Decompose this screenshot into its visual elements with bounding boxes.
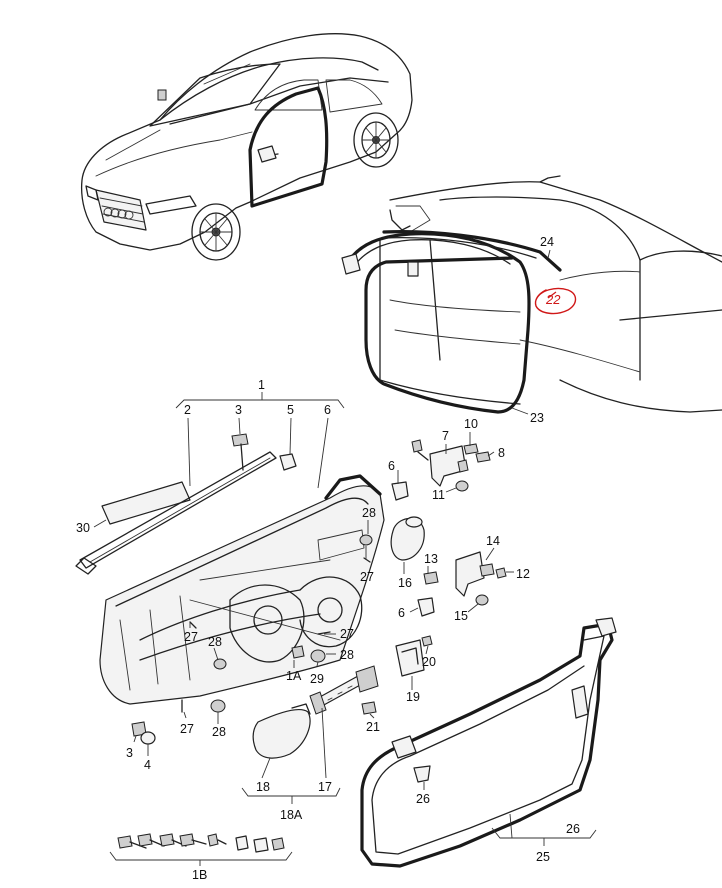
callout-28-upper: 28 xyxy=(362,506,376,520)
callout-23: 23 xyxy=(530,411,544,425)
fastener-set-illustration xyxy=(117,833,285,853)
callout-18A: 18A xyxy=(280,808,303,822)
callout-6-lower: 6 xyxy=(398,606,405,620)
callout-1: 1 xyxy=(258,378,265,392)
bolt-icon xyxy=(231,433,249,471)
callout-24: 24 xyxy=(540,235,554,249)
callout-25: 25 xyxy=(536,850,550,864)
callout-28-left: 28 xyxy=(208,635,222,649)
callout-28-lower: 28 xyxy=(212,725,226,739)
callout-27-upper: 27 xyxy=(360,570,374,584)
callout-15: 15 xyxy=(454,609,468,623)
callout-19: 19 xyxy=(406,690,420,704)
callout-12: 12 xyxy=(516,567,530,581)
callout-6-door: 6 xyxy=(324,403,331,417)
callout-26-bracket: 26 xyxy=(566,822,580,836)
callout-3-top: 3 xyxy=(235,403,242,417)
callout-20: 20 xyxy=(422,655,436,669)
handle-cover xyxy=(252,709,311,759)
callout-5: 5 xyxy=(287,403,294,417)
callout-27-lower: 27 xyxy=(180,722,194,736)
door-parts-illustration xyxy=(75,433,385,705)
callout-27-mid: 27 xyxy=(340,627,354,641)
callout-1B: 1B xyxy=(192,868,207,882)
car-overview-illustration xyxy=(80,33,413,261)
audi-logo-icon xyxy=(103,207,134,220)
sealing-foil xyxy=(101,481,191,525)
window-seal-illustration xyxy=(360,617,617,868)
callout-27-left: 27 xyxy=(184,630,198,644)
front-wheel-icon xyxy=(191,203,241,261)
callout-16: 16 xyxy=(398,576,412,590)
handwritten-annotation: 22 xyxy=(534,287,577,315)
callout-18: 18 xyxy=(256,780,270,794)
annotation-circle xyxy=(534,287,577,315)
callout-1A: 1A xyxy=(286,669,302,683)
callout-26-clip: 26 xyxy=(416,792,430,806)
callout-17: 17 xyxy=(318,780,332,794)
door-opening-illustration xyxy=(341,175,722,414)
seal-clip xyxy=(413,765,431,783)
callout-4: 4 xyxy=(144,758,151,772)
callout-labels: 1 2 3 5 6 30 28 27 28 27 27 28 1A 29 27 … xyxy=(76,235,580,882)
callout-3-bottom: 3 xyxy=(126,746,133,760)
callout-14: 14 xyxy=(486,534,500,548)
callout-28-mid: 28 xyxy=(340,648,354,662)
hinge-parts-illustration xyxy=(390,439,507,677)
leader-lines xyxy=(93,249,597,866)
callout-8: 8 xyxy=(498,446,505,460)
door-inner-panel xyxy=(99,485,385,705)
callout-13: 13 xyxy=(424,552,438,566)
rear-wheel-icon xyxy=(353,112,399,168)
door-check-illustration xyxy=(131,534,379,759)
callout-6-upper: 6 xyxy=(388,459,395,473)
callout-2: 2 xyxy=(184,403,191,417)
callout-11: 11 xyxy=(432,488,445,502)
callout-30: 30 xyxy=(76,521,90,535)
callout-21: 21 xyxy=(366,720,380,734)
callout-29: 29 xyxy=(310,672,324,686)
lock-striker xyxy=(395,639,425,677)
annotation-number: 22 xyxy=(545,292,561,307)
annotation-strike xyxy=(547,291,557,299)
callout-7: 7 xyxy=(442,429,449,443)
callout-10: 10 xyxy=(464,417,478,431)
door-check-strap xyxy=(317,675,363,707)
